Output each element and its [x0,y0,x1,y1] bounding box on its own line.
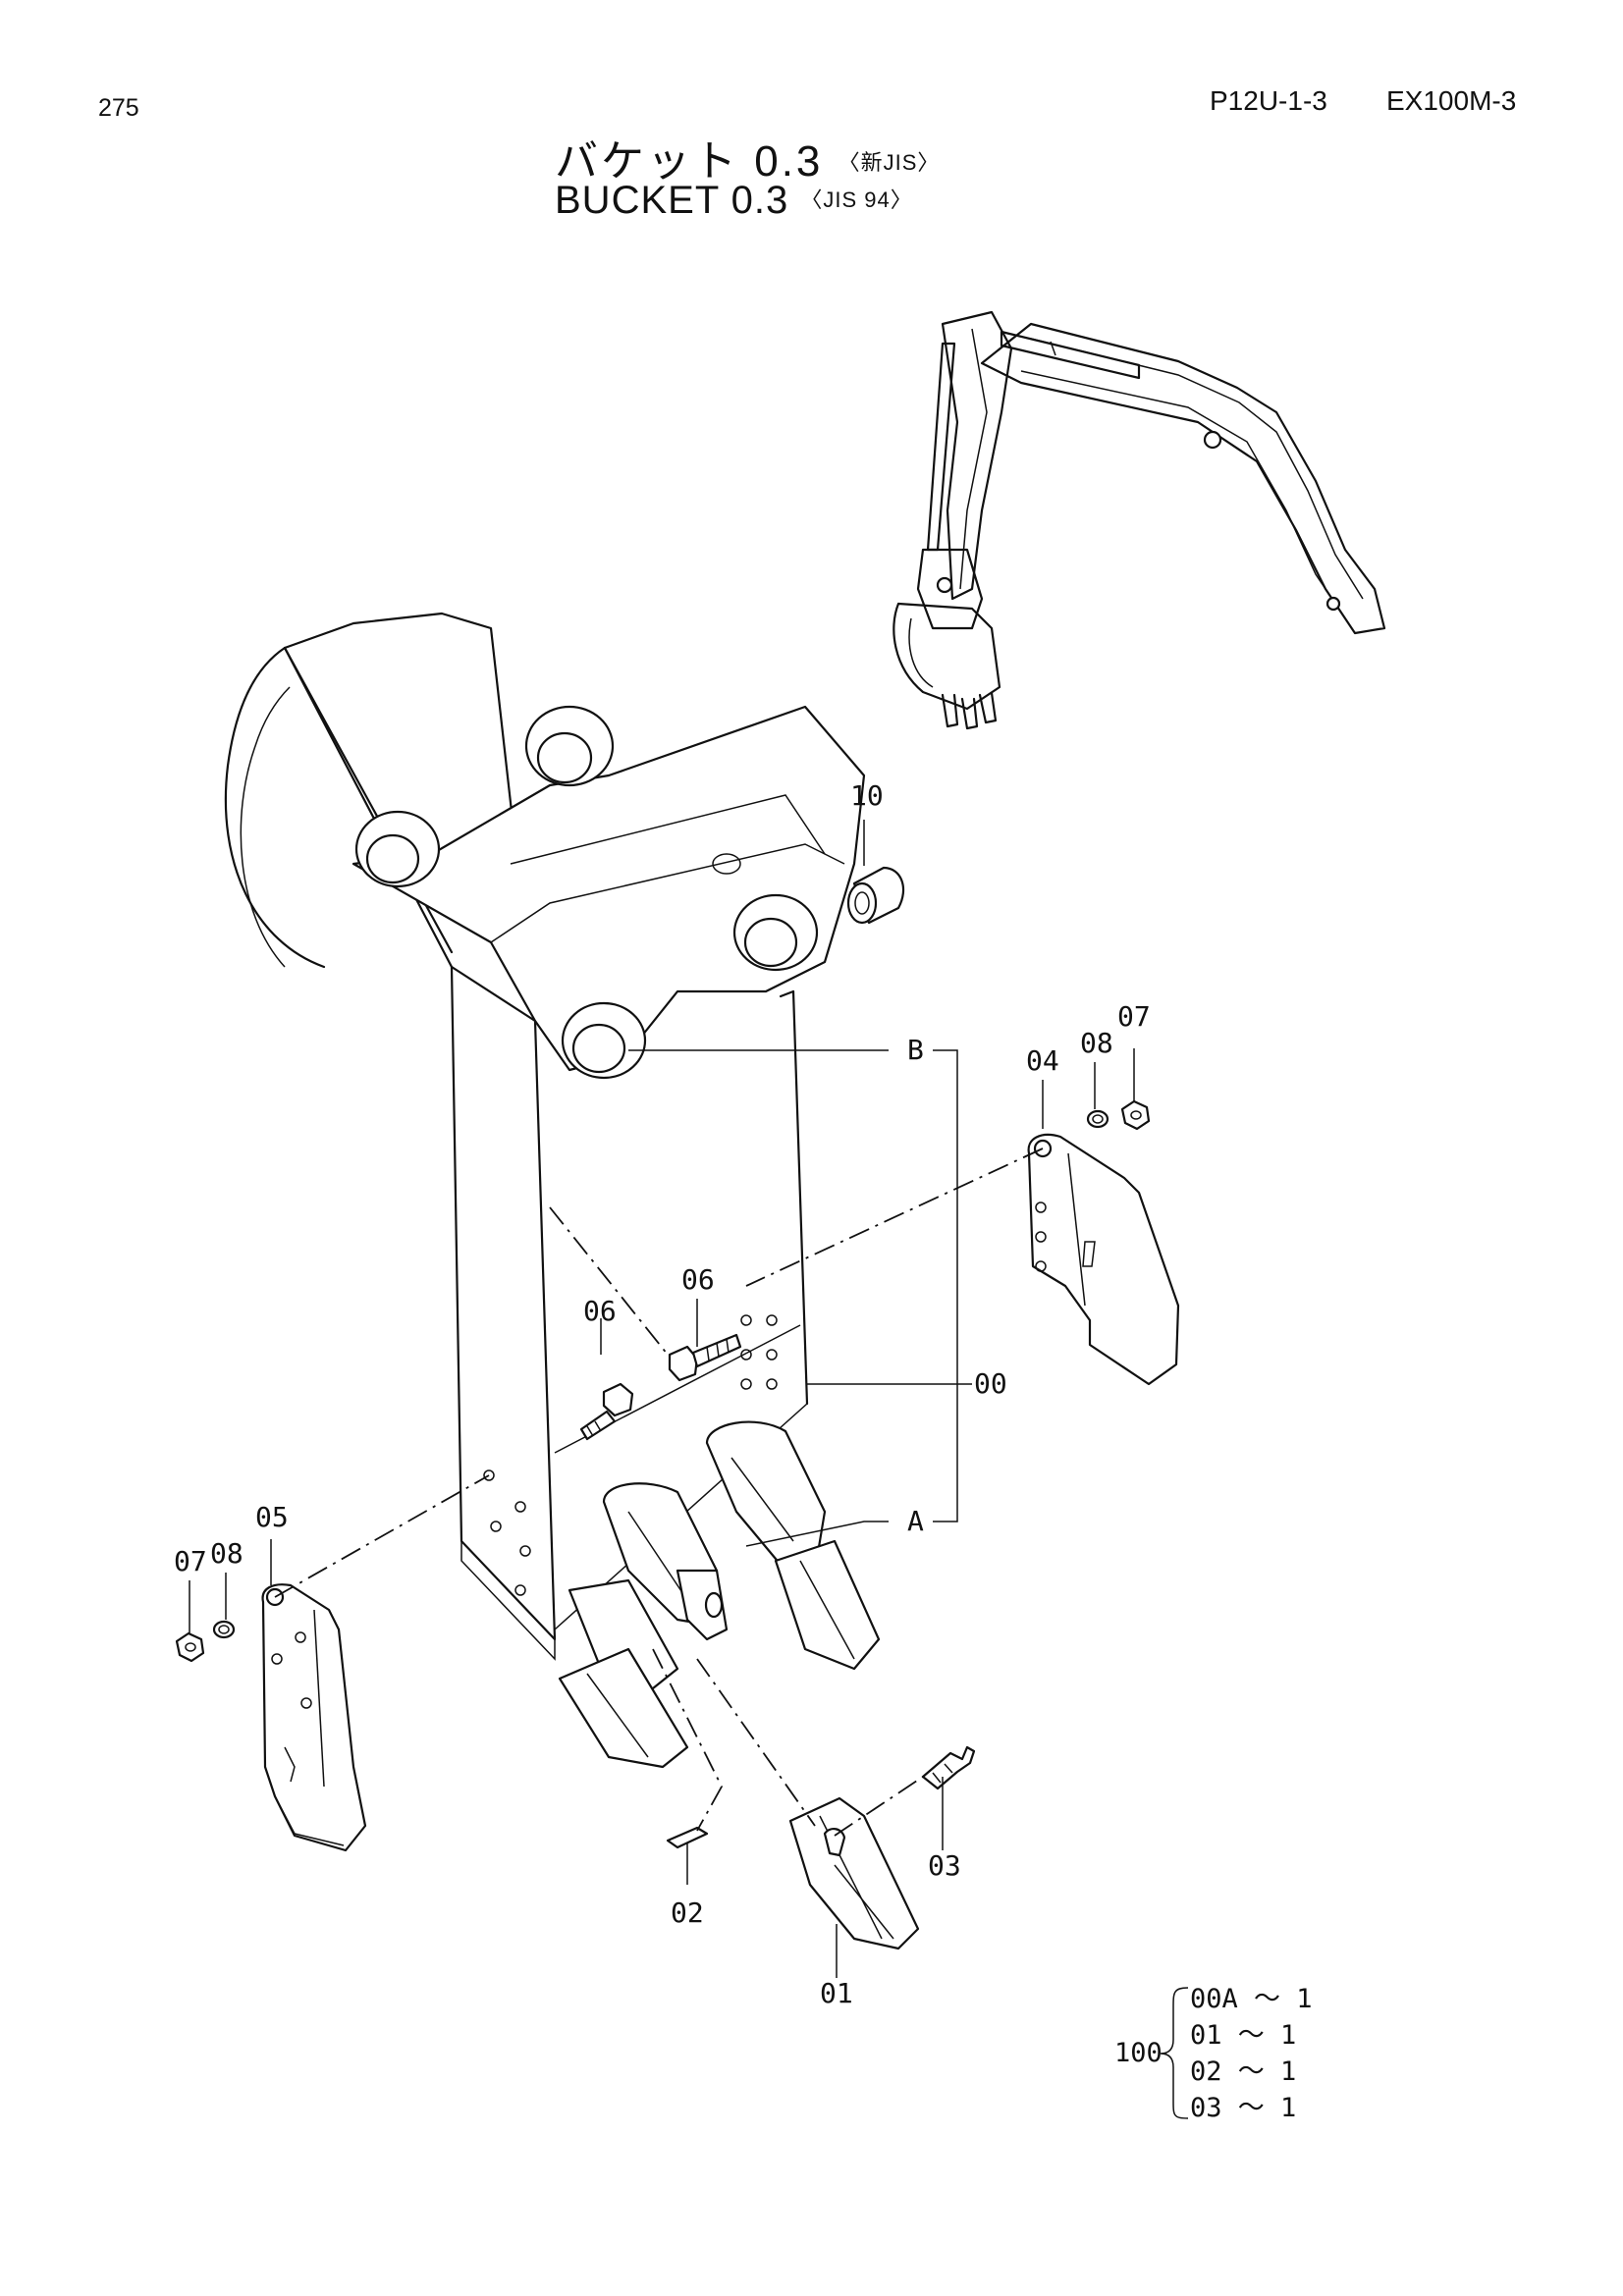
callout-05: 05 [255,1501,289,1533]
assembly-lines [274,1148,1044,1837]
page-number: 275 [98,94,139,122]
leader-lines [189,820,1135,1978]
callout-08-left: 08 [210,1537,243,1570]
title-japanese-note: 〈新JIS〉 [838,150,941,175]
callout-10: 10 [850,779,884,812]
callout-07-right: 07 [1117,1000,1151,1033]
callout-ref-a: A [907,1505,924,1537]
title-english-text: BUCKET 0.3 [555,179,789,222]
callout-ref-b: B [907,1034,924,1066]
title-english: BUCKET 0.3 〈JIS 94〉 [555,179,913,223]
callout-04: 04 [1026,1044,1059,1077]
callout-06-lower: 06 [583,1295,617,1327]
kit-item-2: 01 ～ 1 [1190,2020,1296,2051]
callout-02: 02 [671,1896,704,1929]
kit-item-4: 03 ～ 1 [1190,2093,1296,2123]
lock-02 [666,1826,709,1849]
side-cutter-left [261,1583,367,1852]
kit-item-3: 02 ～ 1 [1190,2056,1296,2087]
title-japanese-text: バケット 0.3 [555,137,824,186]
bushing-10 [846,866,904,925]
callout-07-left: 07 [174,1545,207,1577]
bolt-06-upper [668,1333,742,1382]
bolt-06-lower [579,1382,634,1441]
excavator-arm-illustration [893,310,1386,730]
title-english-note: 〈JIS 94〉 [800,187,913,212]
callout-06-upper: 06 [681,1263,715,1296]
pin-03 [921,1745,976,1790]
callout-03: 03 [928,1849,961,1882]
tooth-adapters [558,1420,881,1769]
callout-08-right: 08 [1080,1027,1113,1059]
kit-composition: 100 00A ～ 1 01 ～ 1 02 ～ 1 03 ～ 1 [1114,1984,1313,2123]
bucket-body [224,612,866,1661]
model-number: EX100M-3 [1386,85,1517,116]
kit-item-1: 00A ～ 1 [1190,1984,1313,2014]
callout-01: 01 [820,1977,853,2009]
side-cutter-right [1027,1133,1180,1386]
tooth-point-01 [788,1796,920,1950]
kit-number: 100 [1114,2038,1163,2068]
title-japanese: バケット 0.3 〈新JIS〉 [555,126,940,188]
hardware-right [1086,1099,1151,1131]
document-code: P12U-1-3 [1210,85,1327,116]
callout-00: 00 [974,1367,1007,1400]
hardware-left [175,1620,236,1663]
